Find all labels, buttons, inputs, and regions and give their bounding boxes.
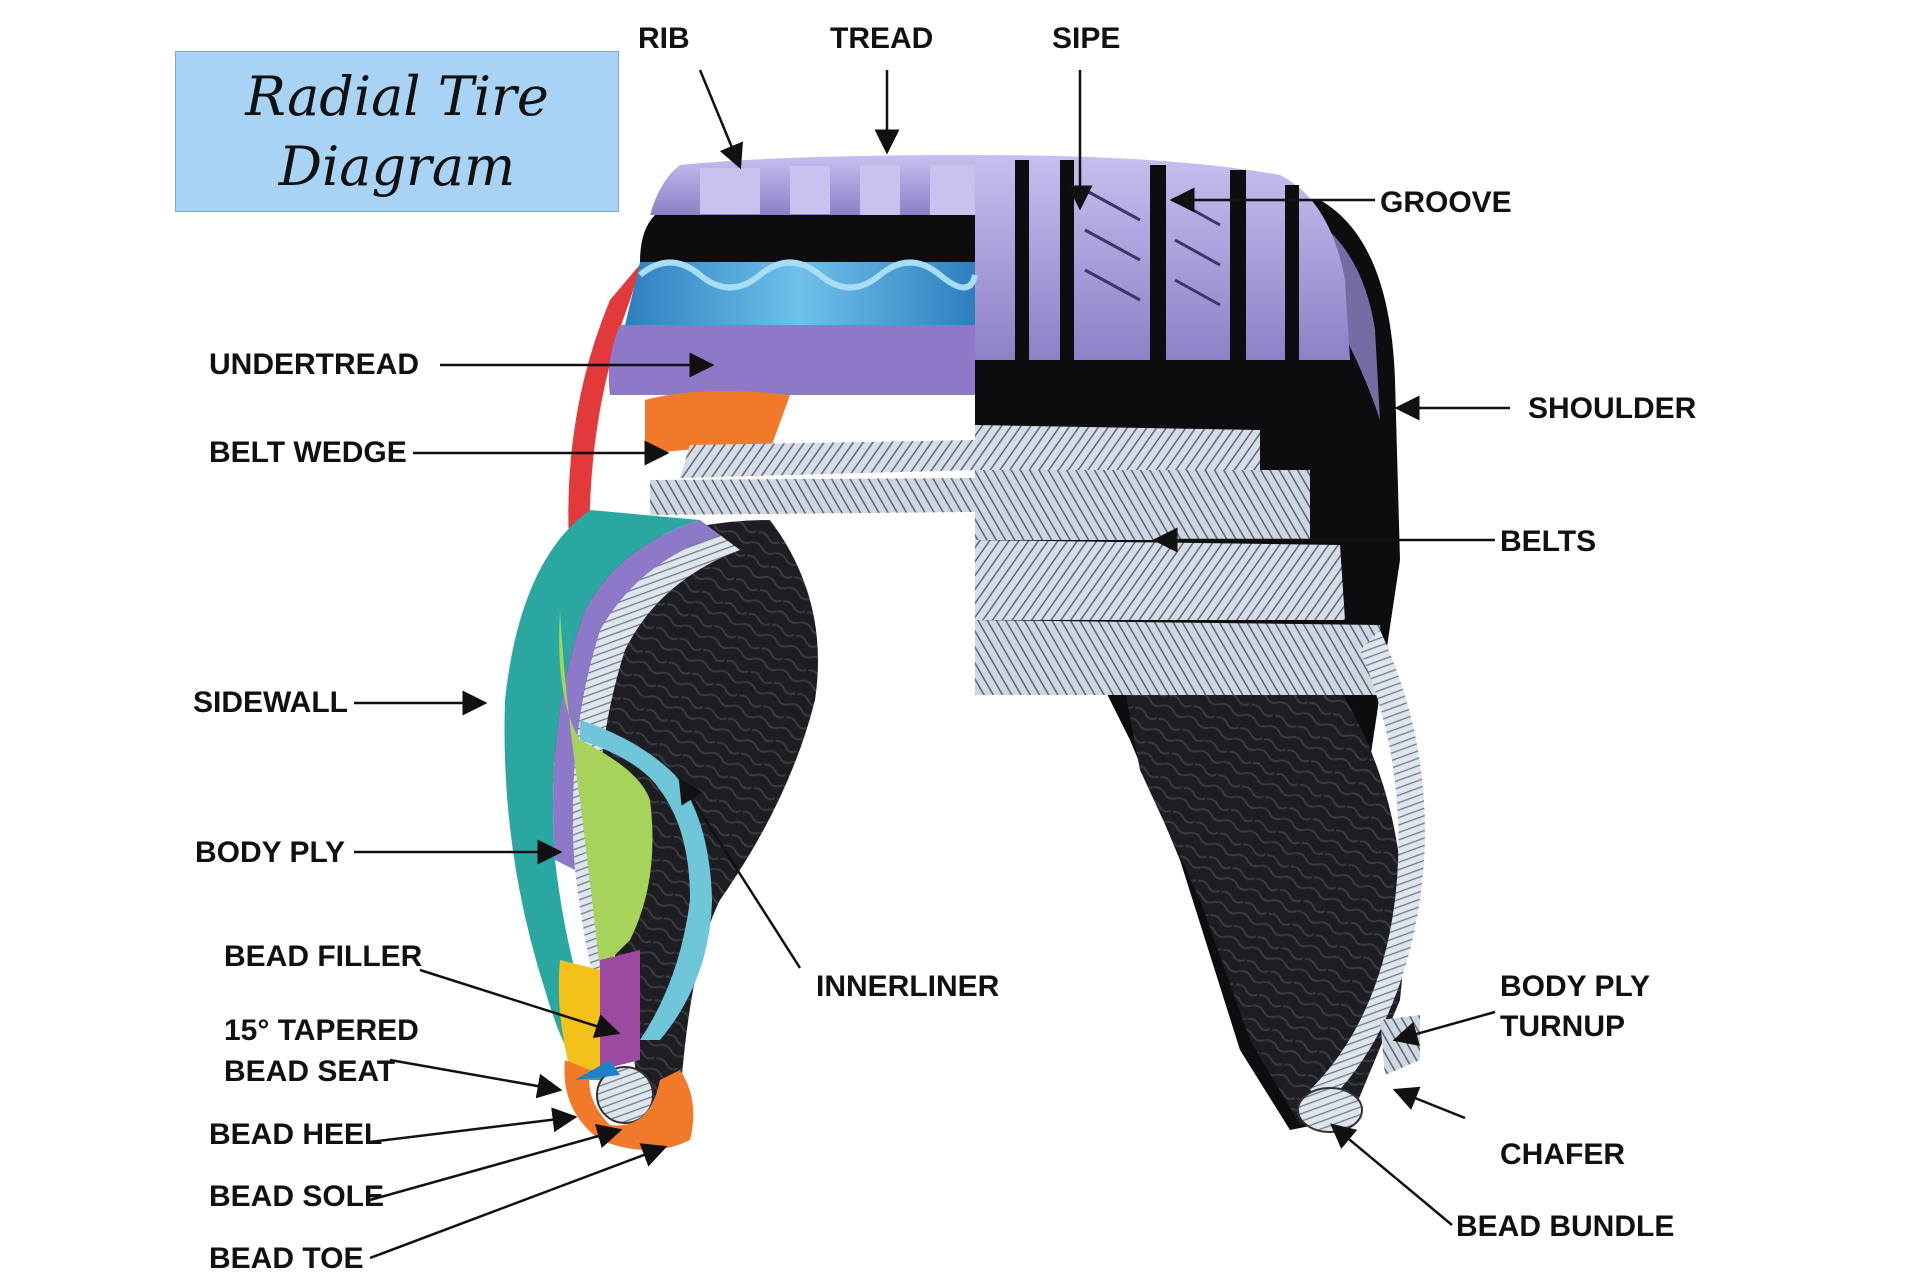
label-body-ply: BODY PLY (195, 836, 346, 869)
label-belt-wedge: BELT WEDGE (209, 436, 407, 469)
label-bead-sole: BEAD SOLE (209, 1180, 385, 1213)
label-innerliner: INNERLINER (816, 970, 1000, 1003)
label-chafer: CHAFER (1500, 1138, 1625, 1171)
label-shoulder: SHOULDER (1528, 392, 1697, 425)
diagram-title-line2: Diagram (278, 134, 516, 198)
label-bead-heel: BEAD HEEL (209, 1118, 383, 1151)
label-body-ply-turnup-line2: TURNUP (1500, 1010, 1625, 1043)
label-body-ply-turnup-line1: BODY PLY (1500, 970, 1651, 1003)
label-belts: BELTS (1500, 525, 1597, 558)
label-bead-toe: BEAD TOE (209, 1242, 364, 1275)
label-undertread: UNDERTREAD (209, 348, 419, 381)
label-groove: GROOVE (1380, 186, 1512, 219)
label-sidewall: SIDEWALL (193, 686, 348, 719)
label-sipe: SIPE (1052, 22, 1121, 55)
label-rib: RIB (638, 22, 690, 55)
label-bead-filler: BEAD FILLER (224, 940, 423, 973)
diagram-title-box: Radial Tire Diagram (175, 51, 619, 212)
label-tread: TREAD (830, 22, 934, 55)
diagram-title-line1: Radial Tire (245, 64, 549, 128)
label-tapered-line2: BEAD SEAT (224, 1055, 396, 1088)
label-bead-bundle: BEAD BUNDLE (1456, 1210, 1675, 1243)
label-tapered-line1: 15° TAPERED (224, 1014, 419, 1047)
